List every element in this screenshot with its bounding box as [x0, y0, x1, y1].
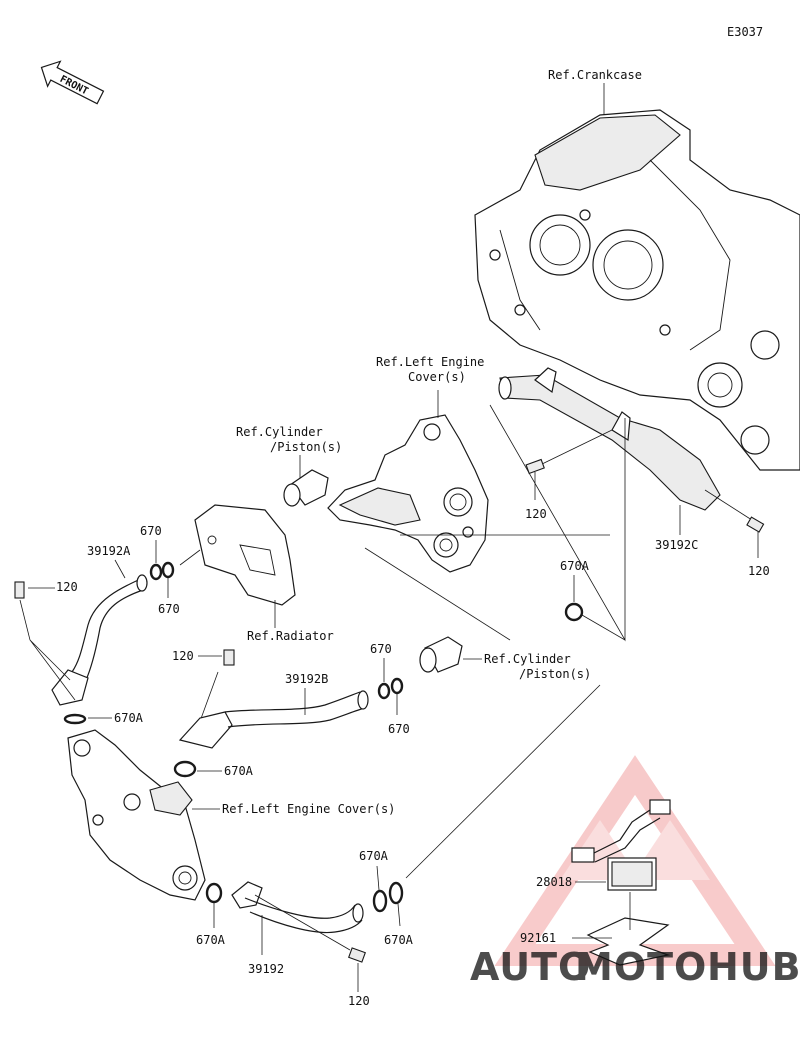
oring-670-mid-b: [390, 677, 404, 695]
oring-670A-label-e: 670A: [359, 849, 389, 863]
bolt-120-upper-left: [14, 581, 25, 599]
radiator-illustration: [194, 504, 296, 606]
watermark-text: AUTO MOTO HUB: [470, 945, 800, 989]
part-39192A-label: 39192A: [87, 544, 131, 558]
oring-670-label-d: 670: [388, 722, 410, 736]
cylinder-fitting-top: [283, 469, 329, 507]
crankcase-illustration: [474, 109, 800, 471]
oring-670A-lower-left: [205, 882, 223, 904]
bolt-120-right-middle: [525, 458, 545, 475]
oring-670-label-c: 670: [370, 642, 392, 656]
oring-670-upper-a: [149, 563, 163, 581]
oring-670A-left: [63, 713, 87, 725]
part-39192-label: 39192: [248, 962, 284, 976]
ref-left-engine-cover-top-line2: Cover(s): [408, 370, 466, 384]
ref-crankcase-label: Ref.Crankcase: [548, 68, 642, 82]
ref-cylinder-top-line1: Ref.Cylinder: [236, 425, 323, 439]
oring-670A-lower-right-b: [388, 881, 404, 905]
watermark-auto: AUTO: [470, 945, 591, 989]
oring-670A-lower-right-a: [372, 889, 388, 913]
ref-cylinder-mid-line2: /Piston(s): [519, 667, 591, 681]
part-28018-label: 28018: [536, 875, 572, 889]
ref-radiator-label: Ref.Radiator: [247, 629, 334, 643]
hose-39192C: [498, 367, 721, 511]
bolt-120-label-e: 120: [348, 994, 370, 1008]
oring-670-mid-a: [377, 682, 391, 700]
cylinder-fitting-mid: [419, 636, 463, 673]
oring-670-label-a: 670: [140, 524, 162, 538]
ref-cylinder-top-line2: /Piston(s): [270, 440, 342, 454]
hose-39192: [231, 881, 364, 934]
oring-670A-label-d: 670A: [196, 933, 226, 947]
bolt-120-label-c: 120: [56, 580, 78, 594]
oring-670-upper-b: [161, 561, 175, 579]
sensor-28018: [571, 799, 671, 891]
bolt-120-label-a: 120: [525, 507, 547, 521]
oring-670A-label-a: 670A: [560, 559, 590, 573]
diagram-code: E3037: [727, 25, 763, 39]
oring-670A-label-c: 670A: [224, 764, 254, 778]
oring-670-label-b: 670: [158, 602, 180, 616]
oring-670A-middle: [173, 760, 197, 778]
ref-left-engine-cover-top-line1: Ref.Left Engine: [376, 355, 484, 369]
watermark-moto: MOTO: [575, 945, 707, 989]
bolt-120-far-right: [746, 516, 765, 533]
left-engine-cover-lower: [67, 729, 206, 901]
oring-670A-label-b: 670A: [114, 711, 144, 725]
bolt-120-middle: [223, 649, 235, 666]
part-39192B-label: 39192B: [285, 672, 328, 686]
oring-670A-right: [564, 602, 584, 622]
part-92161-label: 92161: [520, 931, 556, 945]
ref-left-engine-cover-bottom-label: Ref.Left Engine Cover(s): [222, 802, 395, 816]
bolt-120-label-d: 120: [172, 649, 194, 663]
front-arrow-icon: FRONT: [40, 60, 105, 105]
ref-cylinder-mid-line1: Ref.Cylinder: [484, 652, 571, 666]
hose-39192B: [178, 690, 369, 749]
pad-92161: [586, 917, 671, 966]
oring-670A-label-f: 670A: [384, 933, 414, 947]
watermark-hub: HUB: [707, 945, 800, 989]
bolt-120-label-b: 120: [748, 564, 770, 578]
bolt-120-bottom: [348, 947, 366, 963]
part-39192C-label: 39192C: [655, 538, 698, 552]
hose-39192A: [51, 574, 148, 706]
left-engine-cover-upper: [327, 414, 489, 573]
